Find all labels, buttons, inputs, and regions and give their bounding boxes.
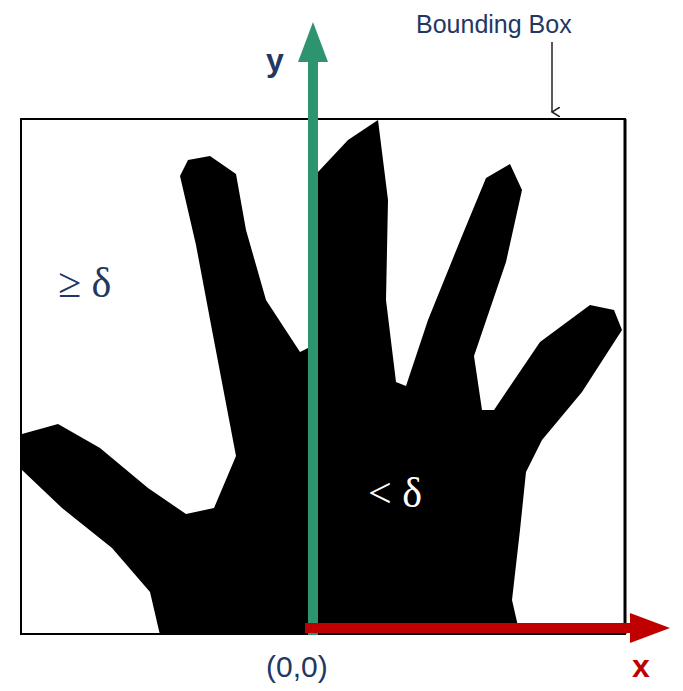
origin-label: (0,0) [266, 652, 328, 682]
box-label: Bounding Box [416, 12, 572, 37]
axis-label: y [266, 44, 284, 76]
bounding-box [21, 119, 625, 634]
threshold-label: < δ [368, 472, 422, 514]
hand-silhouette [22, 120, 622, 635]
y-axis [308, 58, 318, 635]
x-axis [305, 623, 635, 633]
box-right-edge [624, 119, 627, 634]
pointer-arrow [551, 42, 553, 112]
x-axis-head [630, 613, 670, 643]
threshold-label: ≥ δ [58, 262, 111, 304]
y-axis-head [298, 22, 328, 62]
axis-label: x [632, 650, 650, 682]
